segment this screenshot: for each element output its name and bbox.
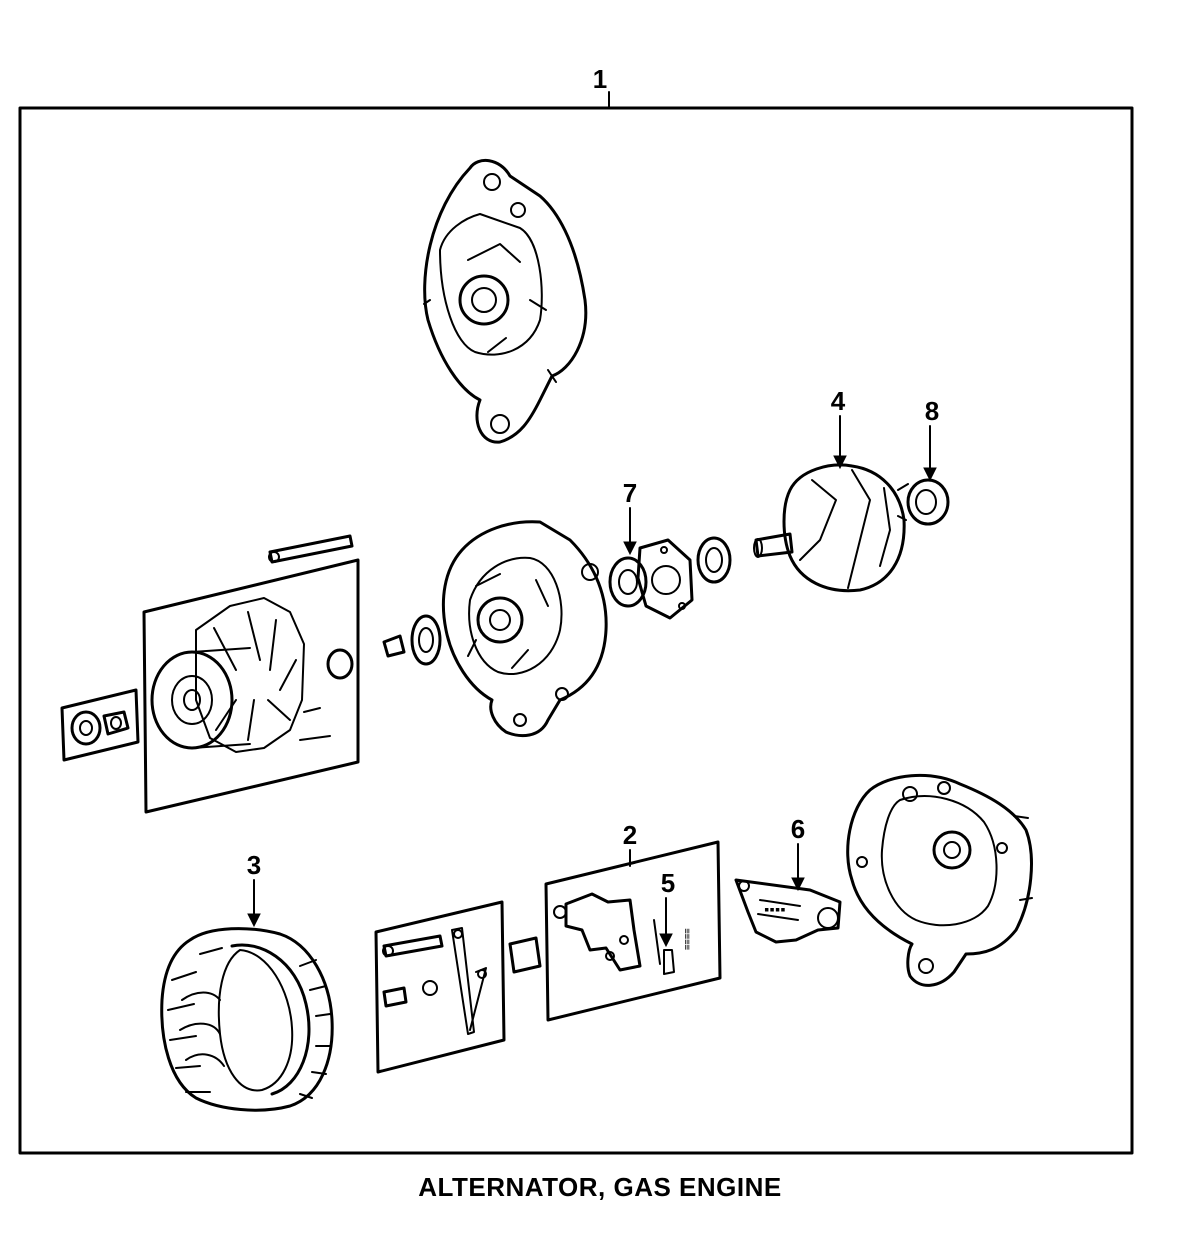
svg-text:6: 6 xyxy=(791,814,805,844)
bearing-part-7[interactable] xyxy=(608,556,648,608)
callout-8[interactable]: 8 xyxy=(923,396,939,482)
retainer-plate-part[interactable] xyxy=(636,536,732,620)
svg-text:3: 3 xyxy=(247,850,261,880)
assembly-frame xyxy=(18,106,1134,1155)
stator-part[interactable] xyxy=(160,927,334,1112)
brush-label-text: ≡≡≡≡ xyxy=(683,928,693,950)
callout-5[interactable]: 5 xyxy=(659,868,675,948)
rectifier-part[interactable]: ▪▪▪▪ xyxy=(734,878,842,944)
callout-4[interactable]: 4 xyxy=(831,386,847,470)
nut-washer-kit[interactable] xyxy=(60,688,140,762)
svg-text:5: 5 xyxy=(661,868,675,898)
rectifier-label-text: ▪▪▪▪ xyxy=(764,905,786,915)
pulley-fan-kit[interactable] xyxy=(142,534,360,814)
end-cover-part[interactable] xyxy=(846,773,1033,987)
svg-text:1: 1 xyxy=(593,64,607,94)
callout-3[interactable]: 3 xyxy=(247,850,261,928)
rotor-part[interactable] xyxy=(753,463,906,593)
svg-text:8: 8 xyxy=(925,396,939,426)
front-housing-part[interactable] xyxy=(382,520,608,738)
terminal-bolt-kit[interactable] xyxy=(374,900,506,1074)
brush-holder-kit[interactable]: ≡≡≡≡ xyxy=(544,840,722,1022)
connector-plug-part[interactable] xyxy=(508,936,542,974)
callout-1[interactable]: 1 xyxy=(593,64,610,109)
svg-text:2: 2 xyxy=(623,820,637,850)
svg-text:4: 4 xyxy=(831,386,846,416)
callout-6[interactable]: 6 xyxy=(791,814,805,892)
svg-text:7: 7 xyxy=(623,478,637,508)
rear-housing-part[interactable] xyxy=(423,159,588,444)
callout-7[interactable]: 7 xyxy=(623,478,637,556)
callout-2[interactable]: 2 xyxy=(623,820,637,867)
diagram-caption: ALTERNATOR, GAS ENGINE xyxy=(418,1172,782,1202)
bearing-part-8[interactable] xyxy=(897,478,950,526)
